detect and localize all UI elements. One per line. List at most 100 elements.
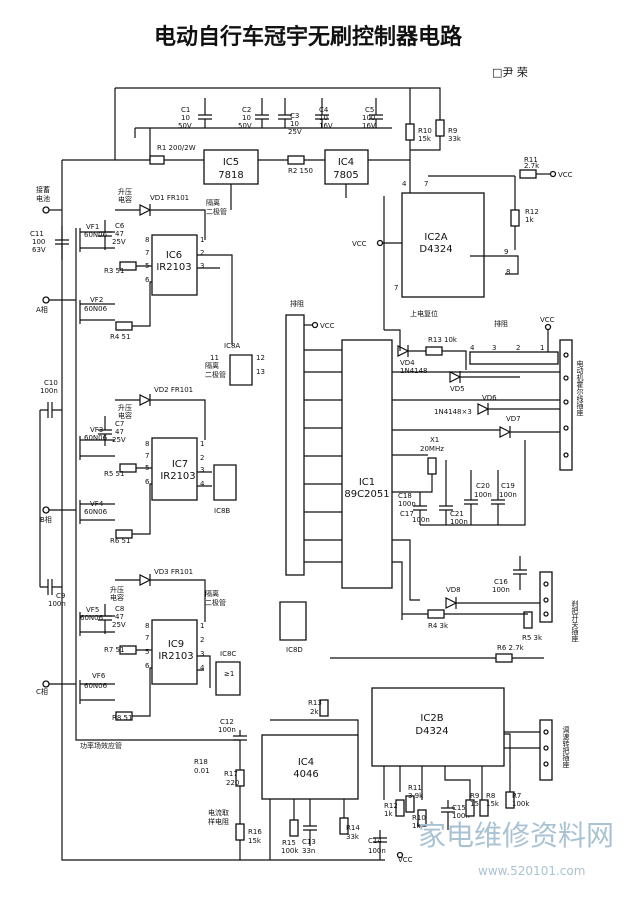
- resistor-r16: R16 15k: [235, 760, 262, 860]
- svg-text:VF1: VF1: [86, 223, 99, 231]
- svg-text:D4324: D4324: [419, 244, 452, 255]
- svg-text:家电维修资料网: 家电维修资料网: [418, 819, 614, 852]
- svg-text:R11: R11: [524, 156, 538, 164]
- svg-text:R7 51: R7 51: [104, 646, 124, 654]
- ic5-regulator: IC5 7818: [203, 149, 259, 210]
- svg-text:15k: 15k: [248, 837, 262, 845]
- svg-text:4046: 4046: [293, 769, 318, 780]
- svg-text:50V: 50V: [238, 122, 252, 130]
- svg-text:4: 4: [200, 664, 205, 672]
- svg-text:电容: 电容: [118, 411, 132, 420]
- svg-text:R12: R12: [384, 802, 398, 810]
- svg-text:6: 6: [145, 478, 150, 486]
- capacitor-c7: C7 47 25V: [98, 416, 126, 446]
- resistor-r18: R18 0.01: [194, 758, 210, 775]
- svg-text:100n: 100n: [48, 600, 66, 608]
- svg-text:100n: 100n: [412, 516, 430, 524]
- capacitor-c20: C20 100n: [464, 470, 492, 525]
- resistor-r5b: R5 3k: [522, 611, 543, 642]
- svg-text:2k: 2k: [310, 708, 319, 716]
- resistor-r6: R6 51: [110, 529, 133, 545]
- resistor-r11b: R11 3.9k: [405, 784, 424, 813]
- power-supply-section: C1 10 50V C2 10 50V C3 10 25V C4 10 16V …: [30, 87, 462, 861]
- svg-text:8: 8: [506, 268, 510, 276]
- svg-text:D4324: D4324: [415, 726, 448, 737]
- svg-text:100n: 100n: [499, 491, 517, 499]
- phase-a-label: A相: [36, 305, 48, 314]
- ic8d-gate: IC8D: [279, 601, 307, 654]
- svg-text:60N06: 60N06: [84, 434, 108, 442]
- svg-text:2: 2: [200, 249, 204, 257]
- phase-c-label: C相: [36, 687, 48, 696]
- brake-connector: 刹把开关插座: [402, 571, 579, 643]
- svg-text:4: 4: [200, 480, 205, 488]
- svg-text:7: 7: [145, 452, 149, 460]
- svg-text:VD8: VD8: [446, 586, 461, 594]
- svg-text:C7: C7: [115, 420, 124, 428]
- svg-text:VD7: VD7: [506, 415, 521, 423]
- resistor-r4: R4 51: [110, 321, 133, 341]
- svg-text:4: 4: [402, 180, 407, 188]
- svg-text:3: 3: [492, 344, 496, 352]
- phase-b-label: B相: [40, 515, 52, 524]
- svg-text:3: 3: [200, 262, 204, 270]
- svg-text:60N06: 60N06: [80, 614, 104, 622]
- svg-text:IR2103: IR2103: [156, 262, 191, 273]
- capacitor-c15: C15 100n: [441, 800, 470, 830]
- resistor-r9b: R9 15k: [465, 792, 484, 817]
- svg-text:R6 2.7k: R6 2.7k: [497, 644, 525, 652]
- svg-text:100n: 100n: [452, 812, 470, 820]
- mosfet-vf5: VF5 60N06: [75, 606, 115, 636]
- capacitor-c1: C1 10 50V: [178, 98, 212, 130]
- svg-text:2: 2: [200, 454, 204, 462]
- svg-text:47: 47: [115, 613, 124, 621]
- svg-text:15k: 15k: [470, 800, 484, 808]
- resistor-r3: R3 51: [104, 261, 137, 275]
- svg-text:VF5: VF5: [86, 606, 99, 614]
- svg-text:R5 51: R5 51: [104, 470, 124, 478]
- svg-text:电容: 电容: [110, 593, 124, 602]
- svg-text:VD4: VD4: [400, 359, 415, 367]
- mosfet-vf6: VF6 60N06: [75, 672, 115, 704]
- svg-text:R1 200/2W: R1 200/2W: [157, 144, 196, 152]
- svg-text:R15: R15: [282, 839, 296, 847]
- diode-note: 1N4148×3: [434, 408, 472, 416]
- svg-text:100n: 100n: [474, 491, 492, 499]
- svg-text:VCC: VCC: [540, 316, 555, 324]
- capacitor-c2: C2 10 50V: [238, 98, 269, 130]
- capacitor-c10: C10 100n: [40, 379, 62, 418]
- svg-text:100k: 100k: [281, 847, 299, 855]
- svg-text:1: 1: [540, 344, 544, 352]
- svg-text:7805: 7805: [333, 170, 358, 181]
- resistor-r11: R11 2.7k VCC: [519, 156, 573, 179]
- svg-text:VCC: VCC: [558, 171, 573, 179]
- svg-text:33k: 33k: [346, 833, 360, 841]
- svg-text:25V: 25V: [288, 128, 302, 136]
- svg-text:7: 7: [394, 284, 398, 292]
- svg-text:C8: C8: [115, 605, 124, 613]
- svg-text:C20: C20: [476, 482, 490, 490]
- resistor-r7b: R7 100k: [504, 733, 530, 809]
- svg-text:3.9k: 3.9k: [408, 792, 424, 800]
- resistor-network-1: 排阻 VCC: [285, 299, 335, 576]
- svg-text:X1: X1: [430, 436, 439, 444]
- svg-text:C16: C16: [494, 578, 508, 586]
- capacitor-c21: C21 100n: [439, 460, 468, 526]
- svg-text:VF2: VF2: [90, 296, 103, 304]
- svg-text:IC8C: IC8C: [220, 650, 236, 658]
- resistor-r6b: R6 2.7k: [330, 644, 544, 663]
- svg-text:IC6: IC6: [166, 250, 182, 261]
- svg-text:1k: 1k: [384, 810, 393, 818]
- svg-text:C10: C10: [44, 379, 58, 387]
- svg-text:25V: 25V: [112, 436, 126, 444]
- ic9-driver: IC9 IR2103 8 1 2 3 4 5 6 7: [145, 619, 205, 685]
- crystal-x1: X1 20MHz: [420, 436, 444, 493]
- capacitor-c4: C4 10 16V: [315, 98, 333, 130]
- svg-text:R13 10k: R13 10k: [428, 336, 458, 344]
- svg-text:C15: C15: [452, 804, 466, 812]
- svg-text:33k: 33k: [448, 135, 462, 143]
- ic2b-comparator: IC2B D4324: [371, 687, 505, 800]
- svg-text:220: 220: [226, 779, 239, 787]
- svg-text:隔离: 隔离: [205, 589, 219, 598]
- svg-text:IR2103: IR2103: [158, 651, 193, 662]
